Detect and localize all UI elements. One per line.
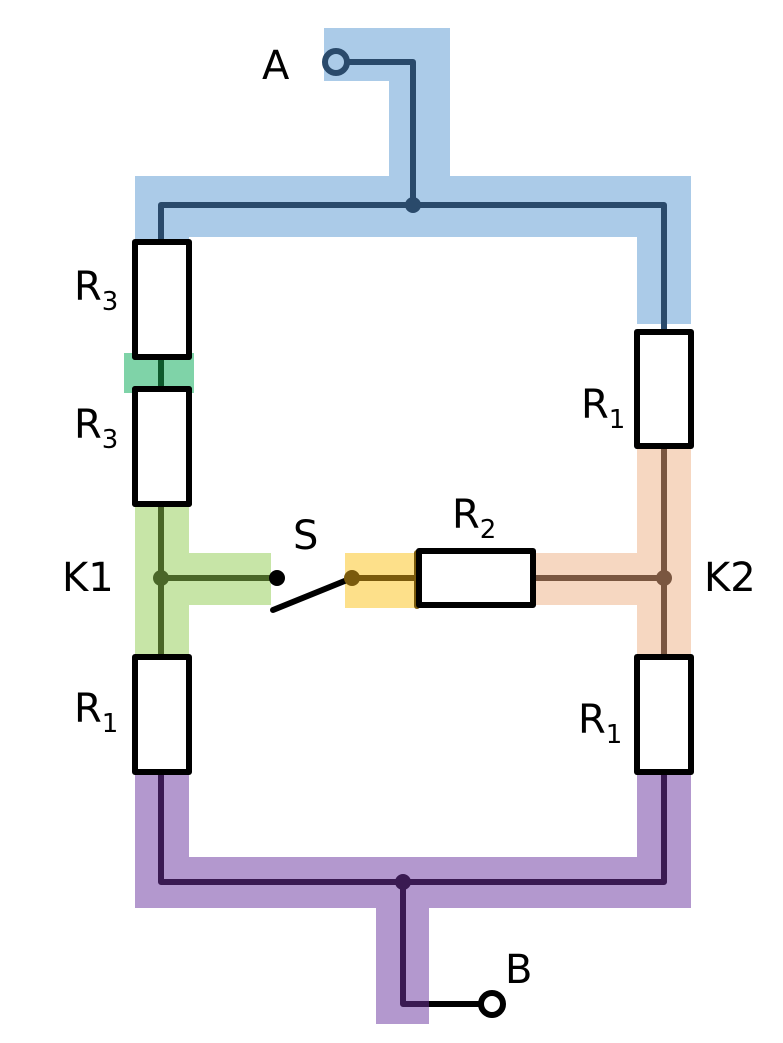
terminal-a[interactable] [322,48,350,76]
switch-contact-right [344,570,360,586]
label-r1-right-bottom: R1 [578,697,622,750]
resistor-r3-top[interactable] [132,239,192,360]
resistor-r1-right-top[interactable] [634,329,694,449]
label-r1-left-letter: R [74,686,102,732]
label-r1-left-index: 1 [102,709,119,739]
label-r3-bottom-index: 3 [102,425,119,455]
terminal-b[interactable] [478,990,506,1018]
net-b-highlight [135,772,691,1024]
label-r1-left: R1 [74,686,118,739]
label-r2-index: 2 [480,515,497,545]
resistor-r1-right-bottom[interactable] [634,654,694,775]
label-r3-bottom-letter: R [74,402,102,448]
node-k2-dot [656,570,672,586]
label-r2-letter: R [452,492,480,538]
label-r3-top-letter: R [74,264,102,310]
junction-bottom [395,874,411,890]
label-r1-right-top: R1 [581,382,625,435]
label-node-k1: K1 [62,555,114,601]
net-k2-highlight [533,446,691,658]
label-terminal-b: B [505,947,532,993]
label-terminal-a: A [262,43,290,89]
label-r2: R2 [452,492,496,545]
label-node-k2: K2 [704,555,756,601]
resistor-r3-bottom[interactable] [132,386,192,507]
label-r3-bottom: R3 [74,402,118,455]
label-r1-right-top-index: 1 [609,405,626,435]
switch-blade[interactable] [270,575,355,613]
junction-top [405,197,421,213]
label-r1-right-bottom-letter: R [578,697,606,743]
switch-contact-left [269,570,285,586]
label-switch: S [293,513,318,559]
label-r1-right-bottom-index: 1 [606,720,623,750]
label-r3-top: R3 [74,264,118,317]
resistor-r2[interactable] [416,548,536,608]
resistor-r1-left[interactable] [132,654,192,775]
node-k1-dot [153,570,169,586]
label-r3-top-index: 3 [102,287,119,317]
net-k2-wire [530,443,667,660]
label-r1-right-top-letter: R [581,382,609,428]
net-b-wire [158,769,667,1007]
